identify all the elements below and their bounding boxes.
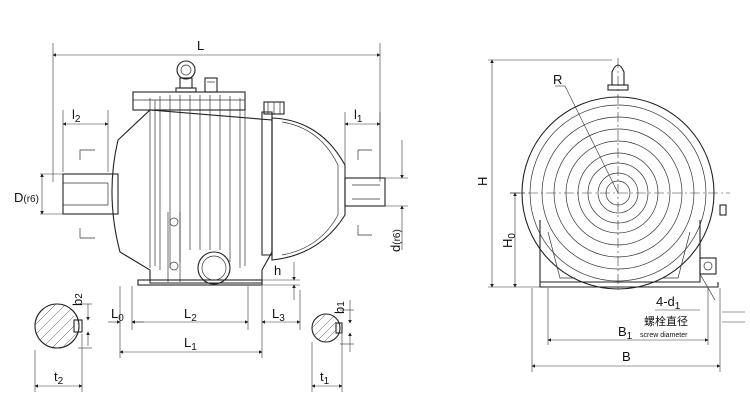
dim-B: B <box>622 349 631 364</box>
dim-L: L <box>197 38 204 53</box>
dim-d: d(r6) <box>388 229 403 252</box>
dim-b2: b2 <box>70 293 85 306</box>
end-view: R H H0 4-d1 螺栓直径 screw diameter B1 B <box>475 58 745 372</box>
output-shaft <box>344 177 386 207</box>
dim-D: D(r6) <box>14 190 39 205</box>
dim-L0: L0 <box>111 306 124 324</box>
side-view: L D(r6) l2 <box>14 38 408 392</box>
bolt-label-cn: 螺栓直径 <box>644 314 688 328</box>
dim-t1: t1 <box>320 369 330 387</box>
dim-L3: L3 <box>272 306 285 324</box>
lifting-eye <box>175 60 197 93</box>
output-shaft-section <box>311 313 343 343</box>
dim-h: h <box>274 263 281 278</box>
top-lug <box>611 64 625 86</box>
dim-l2: l2 <box>72 107 81 125</box>
output-housing <box>271 117 346 261</box>
dim-H0: H0 <box>500 233 518 248</box>
gearbox-body <box>111 109 273 284</box>
dim-t2: t2 <box>54 369 64 387</box>
dim-l1: l1 <box>354 107 363 125</box>
bolt-label-en: screw diameter <box>640 332 688 339</box>
dim-b1: b1 <box>332 301 347 314</box>
dim-L1: L1 <box>184 335 197 353</box>
dim-R: R <box>553 72 562 87</box>
dim-H: H <box>475 177 490 186</box>
input-shaft <box>62 173 119 215</box>
dim-B1: B1 <box>618 324 633 342</box>
base-feet <box>539 220 701 283</box>
bolt-label: 4-d1 <box>656 294 681 312</box>
cooling-fins <box>149 95 246 270</box>
dim-L2: L2 <box>184 306 197 324</box>
